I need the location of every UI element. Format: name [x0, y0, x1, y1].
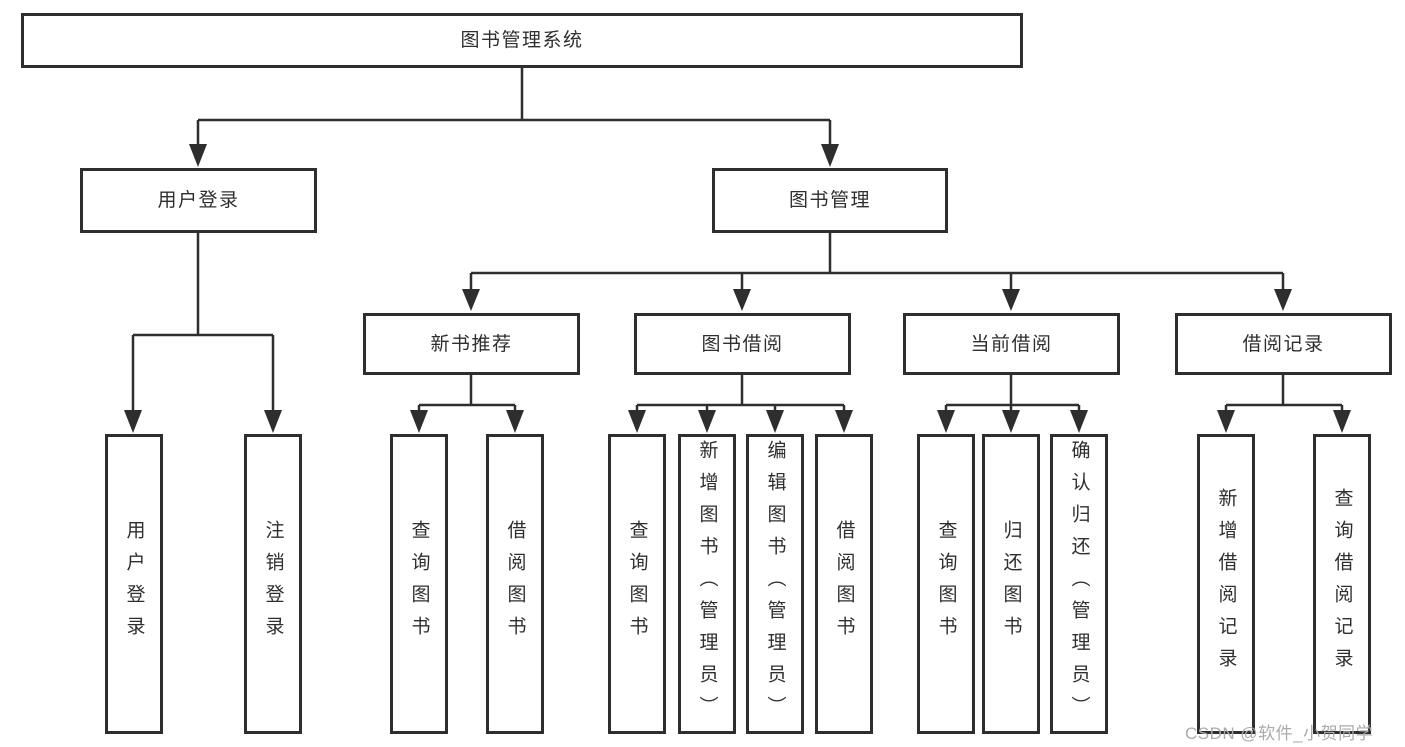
leaf-confirm-return-admin: 确认归还（管理员） — [1050, 434, 1108, 734]
node-label: 借阅记录 — [1242, 333, 1325, 355]
leaf-label: 新增图书（管理员） — [696, 440, 718, 728]
leaf-label: 查询借阅记录 — [1331, 488, 1353, 680]
node-book-management: 图书管理 — [712, 168, 948, 233]
leaf-label: 查询图书 — [626, 520, 648, 648]
leaf-label: 归还图书 — [1000, 520, 1022, 648]
leaf-logout: 注销登录 — [244, 434, 302, 734]
leaf-borrow-books: 借阅图书 — [815, 434, 873, 734]
leaf-label: 确认归还（管理员） — [1068, 440, 1090, 728]
leaf-add-book-admin: 新增图书（管理员） — [678, 434, 736, 734]
leaf-query-borrow-record: 查询借阅记录 — [1313, 434, 1371, 734]
leaf-label: 查询图书 — [408, 520, 430, 648]
node-user-login-branch: 用户登录 — [80, 168, 317, 233]
leaf-edit-book-admin: 编辑图书（管理员） — [746, 434, 804, 734]
leaf-query-books-recommend: 查询图书 — [390, 434, 448, 734]
leaf-add-borrow-record: 新增借阅记录 — [1197, 434, 1255, 734]
node-label: 图书管理系统 — [460, 30, 584, 51]
leaf-label: 查询图书 — [935, 520, 957, 648]
leaf-query-books-borrow: 查询图书 — [608, 434, 666, 734]
node-new-book-recommend: 新书推荐 — [363, 313, 580, 375]
leaf-label: 编辑图书（管理员） — [764, 440, 786, 728]
leaf-label: 注销登录 — [262, 520, 284, 648]
node-label: 用户登录 — [157, 190, 240, 211]
leaf-label: 新增借阅记录 — [1215, 488, 1237, 680]
node-label: 当前借阅 — [970, 333, 1053, 355]
leaf-query-books-current: 查询图书 — [917, 434, 975, 734]
leaf-user-login: 用户登录 — [105, 434, 163, 734]
node-library-management-system: 图书管理系统 — [21, 13, 1023, 68]
leaf-label: 借阅图书 — [833, 520, 855, 648]
node-book-borrow: 图书借阅 — [634, 313, 851, 375]
leaf-borrow-books-recommend: 借阅图书 — [486, 434, 544, 734]
node-label: 图书管理 — [788, 190, 871, 211]
node-borrow-records: 借阅记录 — [1175, 313, 1392, 375]
leaf-return-book: 归还图书 — [982, 434, 1040, 734]
leaf-label: 用户登录 — [123, 520, 145, 648]
csdn-watermark: CSDN @软件_小贺同学 — [1185, 724, 1374, 743]
node-label: 新书推荐 — [430, 333, 513, 355]
leaf-label: 借阅图书 — [504, 520, 526, 648]
node-label: 图书借阅 — [701, 333, 784, 355]
node-current-borrow: 当前借阅 — [903, 313, 1120, 375]
